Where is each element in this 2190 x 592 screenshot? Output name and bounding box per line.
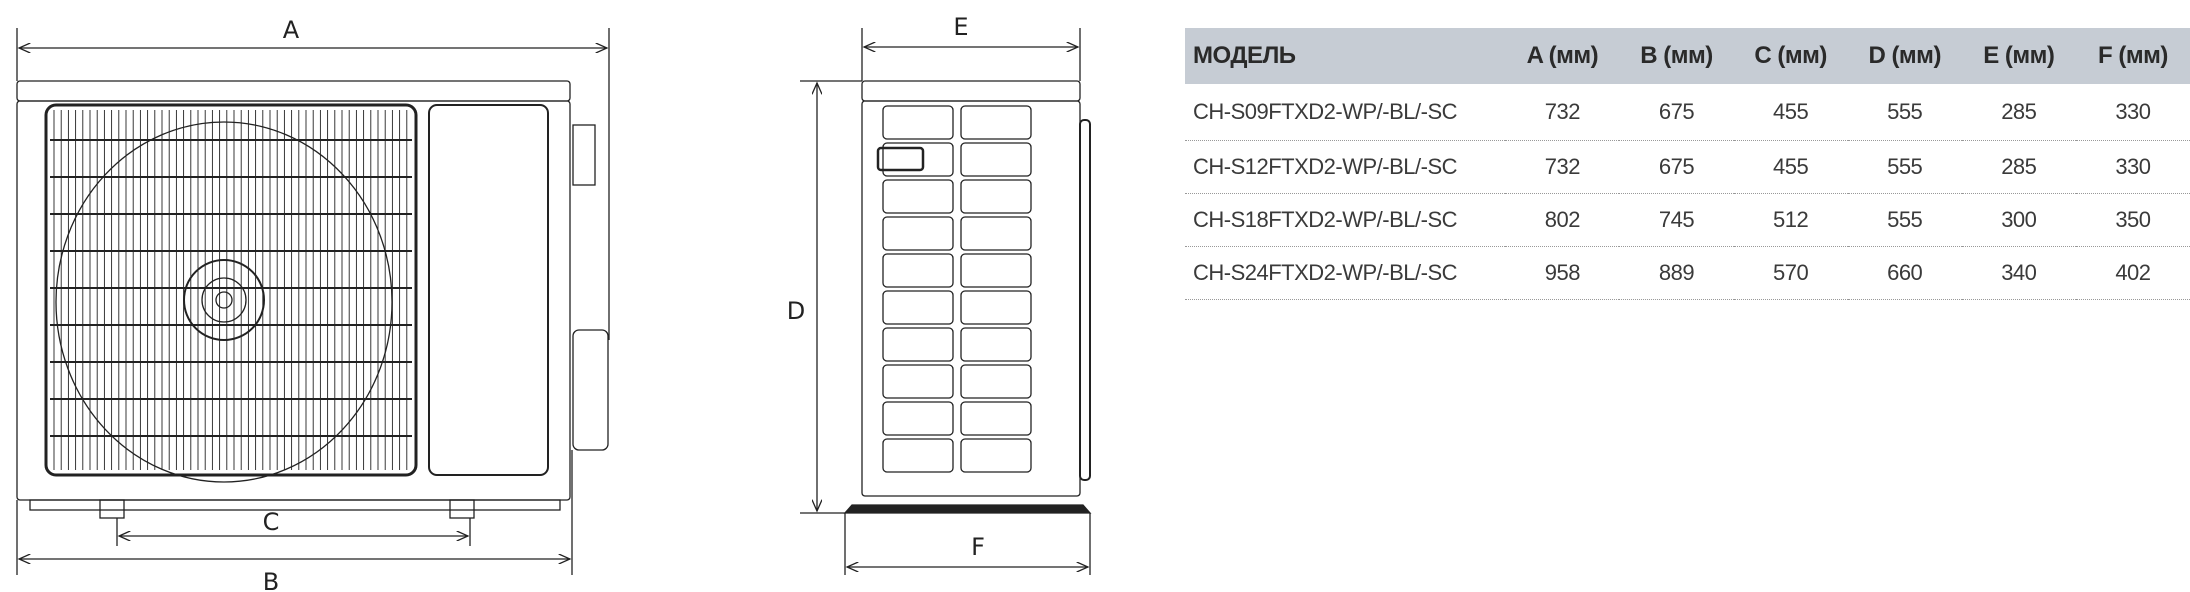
vent-slot [960,142,1032,177]
vent-slot [960,290,1032,325]
front-body [16,100,571,501]
front-view-unit [16,80,609,519]
cell-c: 455 [1733,84,1848,141]
vent-slot [960,401,1032,436]
header-e: E (мм) [1961,28,2076,84]
vent-slot [960,364,1032,399]
cell-a: 732 [1505,140,1620,194]
label-f: F [971,533,985,561]
dimension-e [861,28,1081,81]
header-model: МОДЕЛЬ [1185,28,1506,84]
fan-hub-inner [201,277,247,323]
cell-f: 402 [2075,246,2190,300]
valve-cover-top [572,124,596,186]
front-top-cap [16,80,571,102]
foot-left [99,499,125,519]
cell-a: 732 [1505,84,1620,141]
cell-model: CH-S18FTXD2-WP/-BL/-SC [1185,193,1506,247]
valve-cover-bottom [572,329,609,451]
header-a: A (мм) [1505,28,1620,84]
header-d: D (мм) [1847,28,1962,84]
vent-slot [882,438,954,473]
side-back-fin [1079,119,1091,481]
cell-model: CH-S12FTXD2-WP/-BL/-SC [1185,140,1506,194]
cell-f: 330 [2075,140,2190,194]
dimension-drawing: A C B E D F [16,13,1092,592]
vent-slot [960,327,1032,362]
vent-grid [882,105,1032,473]
grille-bars [50,110,412,470]
side-panel [428,104,549,476]
vent-slot [882,290,954,325]
fan-grille [44,103,418,477]
side-base [843,504,1092,514]
vent-slot [960,179,1032,214]
label-b: B [263,568,279,592]
cell-d: 555 [1847,193,1962,247]
vent-slot [882,401,954,436]
cell-b: 675 [1619,140,1734,194]
dimensions-table: МОДЕЛЬ A (мм) B (мм) C (мм) D (мм) E (мм… [1185,28,2190,300]
cell-f: 350 [2075,193,2190,247]
label-d: D [787,297,805,325]
cell-c: 570 [1733,246,1848,300]
cell-b: 889 [1619,246,1734,300]
cell-e: 285 [1961,84,2076,141]
vent-slot [882,105,954,140]
vent-slot [882,253,954,288]
table-header-row: МОДЕЛЬ A (мм) B (мм) C (мм) D (мм) E (мм… [1185,28,2190,84]
header-b: B (мм) [1619,28,1734,84]
cell-b: 745 [1619,193,1734,247]
label-c: C [263,508,280,536]
cell-b: 675 [1619,84,1734,141]
dimension-d [800,80,862,514]
vent-slot [960,105,1032,140]
header-f: F (мм) [2075,28,2190,84]
vent-slot [882,142,954,177]
cell-e: 300 [1961,193,2076,247]
vent-slot [960,438,1032,473]
cell-c: 512 [1733,193,1848,247]
dimension-c [116,518,471,546]
dimension-a [16,28,610,340]
vent-slot [882,327,954,362]
label-e: E [953,13,968,41]
side-body [861,100,1081,497]
foot-right [449,499,475,519]
cell-f: 330 [2075,84,2190,141]
cell-d: 555 [1847,84,1962,141]
fan-hub-center [215,291,233,309]
fan-blade-outline [55,121,393,483]
handle [876,146,925,172]
vent-slot [882,364,954,399]
header-c: C (мм) [1733,28,1848,84]
vent-slot [960,216,1032,251]
vent-slot [882,216,954,251]
cell-d: 555 [1847,140,1962,194]
dimension-f [844,513,1091,575]
cell-c: 455 [1733,140,1848,194]
vent-slot [960,253,1032,288]
cell-a: 958 [1505,246,1620,300]
fan-hub [183,259,265,341]
side-top-cap [861,80,1081,102]
vent-slot [882,179,954,214]
cell-model: CH-S24FTXD2-WP/-BL/-SC [1185,246,1506,300]
label-a: A [283,16,300,44]
cell-d: 660 [1847,246,1962,300]
cell-model: CH-S09FTXD2-WP/-BL/-SC [1185,84,1506,141]
cell-e: 340 [1961,246,2076,300]
cell-e: 285 [1961,140,2076,194]
cell-a: 802 [1505,193,1620,247]
front-base [29,499,561,511]
dimension-b [16,450,573,575]
side-view-unit [843,80,1092,514]
